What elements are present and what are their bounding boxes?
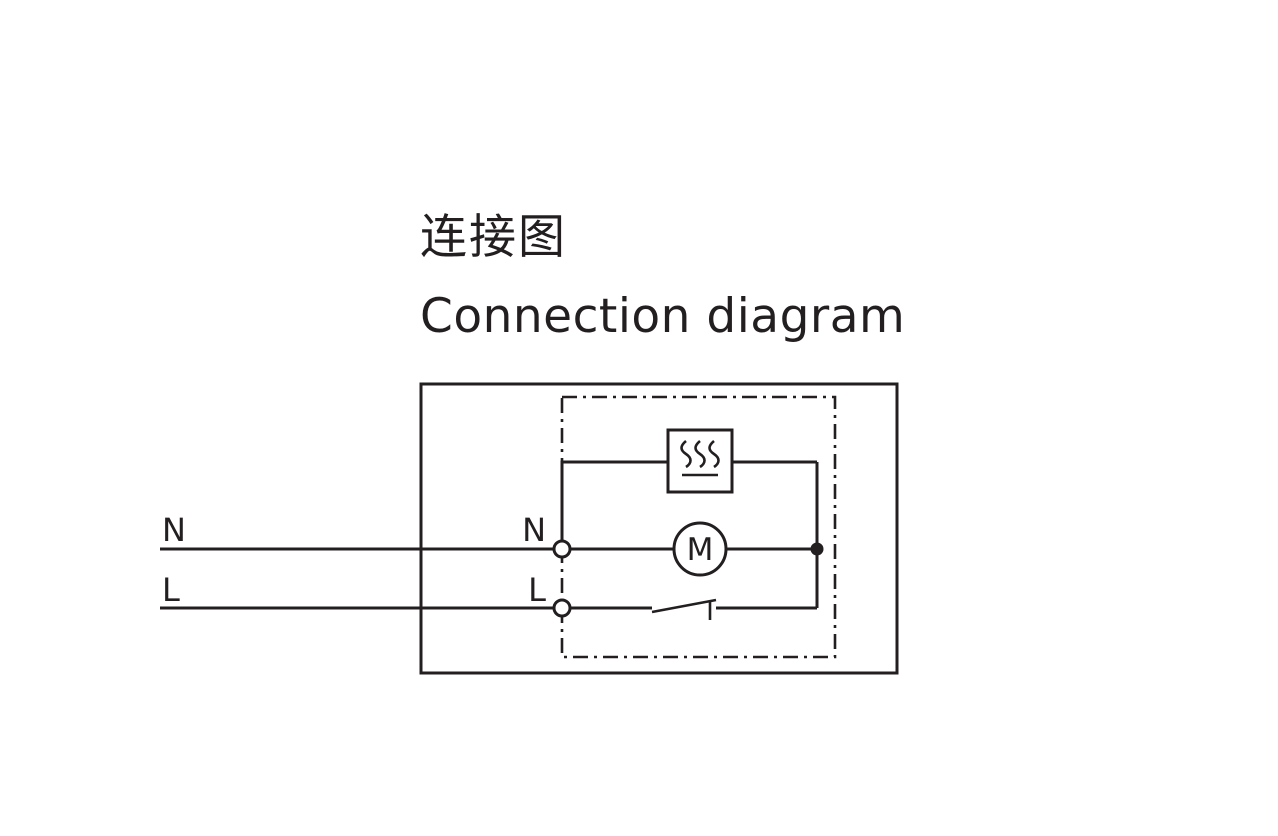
appliance-enclosure-box bbox=[419, 382, 899, 675]
junction-dot bbox=[810, 542, 824, 556]
terminal-neutral-label: N bbox=[522, 511, 546, 549]
heater-squiggle-3 bbox=[708, 440, 720, 469]
switch-blade bbox=[651, 598, 717, 614]
heater-box bbox=[666, 428, 734, 494]
thermal-switch-icon bbox=[651, 598, 717, 620]
heater-squiggle-2 bbox=[694, 440, 706, 469]
title-english: Connection diagram bbox=[420, 289, 906, 344]
heater-squiggle-1 bbox=[680, 440, 692, 469]
supply-neutral-label: N bbox=[162, 511, 186, 549]
terminal-neutral bbox=[552, 539, 572, 559]
motor-label: M bbox=[687, 532, 714, 568]
motor-icon: M bbox=[672, 521, 728, 577]
heater-icon bbox=[666, 428, 734, 494]
title-chinese: 连接图 bbox=[420, 210, 567, 265]
terminal-live-label: L bbox=[528, 571, 546, 609]
supply-live-label: L bbox=[162, 571, 180, 609]
terminal-live bbox=[552, 598, 572, 618]
heater-branch-wire-left bbox=[560, 460, 668, 541]
motor-circle bbox=[672, 521, 728, 577]
